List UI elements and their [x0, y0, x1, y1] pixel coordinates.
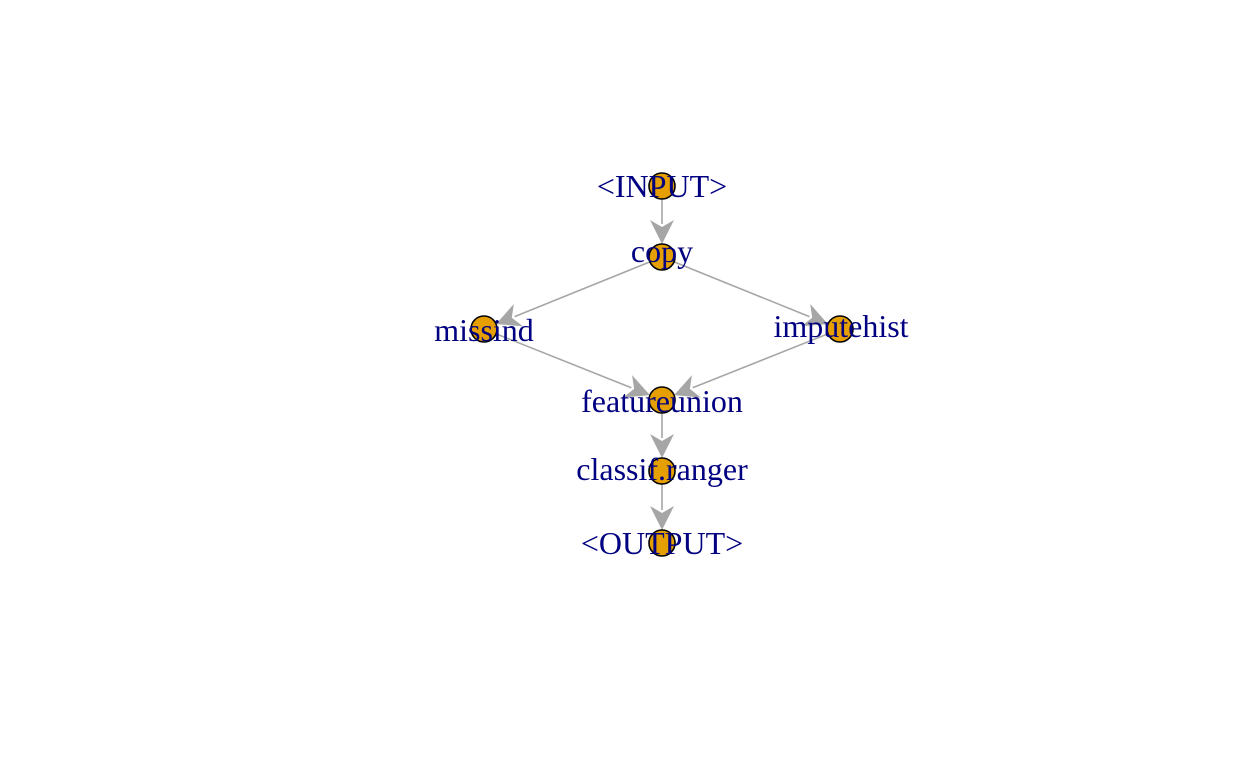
- arrowhead-icon: [623, 375, 650, 398]
- node-label: <INPUT>: [597, 168, 727, 204]
- arrowhead-icon: [801, 304, 828, 327]
- node-circle: [826, 315, 854, 343]
- arrowhead-icon: [674, 375, 701, 398]
- node-classif-ranger: classif.ranger: [576, 451, 748, 487]
- node-label: copy: [631, 233, 693, 269]
- arrowhead-icon: [650, 434, 674, 458]
- node-circle: [648, 529, 676, 557]
- edge-copy-to-missind: [496, 261, 651, 327]
- node-missind: missind: [434, 312, 534, 348]
- node-circle: [648, 386, 676, 414]
- node-circle: [648, 243, 676, 271]
- edge-line: [692, 333, 829, 389]
- node-copy: copy: [631, 233, 693, 271]
- node-circle: [648, 172, 676, 200]
- arrowhead-icon: [496, 304, 523, 327]
- edge-copy-to-imputehist: [673, 261, 828, 327]
- edge-classif-ranger-to-output: [650, 484, 674, 530]
- node-label: missind: [434, 312, 534, 348]
- edge-imputehist-to-featureunion: [674, 333, 829, 398]
- node-label: <OUTPUT>: [581, 525, 743, 561]
- edge-featureunion-to-classif-ranger: [650, 413, 674, 458]
- node-imputehist: imputehist: [773, 308, 908, 344]
- node-circle: [648, 457, 676, 485]
- edge-line: [514, 261, 651, 318]
- node-input: <INPUT>: [597, 168, 727, 204]
- arrowhead-icon: [650, 506, 674, 530]
- nodes-layer: <INPUT> copy missind imputehist featureunion…: [434, 168, 908, 561]
- edge-line: [673, 261, 810, 318]
- arrowhead-icon: [650, 220, 674, 244]
- node-output: <OUTPUT>: [581, 525, 743, 561]
- node-label: featureunion: [581, 383, 743, 419]
- edge-line: [495, 333, 632, 389]
- node-label: imputehist: [773, 308, 908, 344]
- edge-missind-to-featureunion: [495, 333, 650, 398]
- node-circle: [470, 315, 498, 343]
- edge-input-to-copy: [650, 199, 674, 244]
- edges-layer: [495, 199, 829, 530]
- node-label: classif.ranger: [576, 451, 748, 487]
- node-featureunion: featureunion: [581, 383, 743, 419]
